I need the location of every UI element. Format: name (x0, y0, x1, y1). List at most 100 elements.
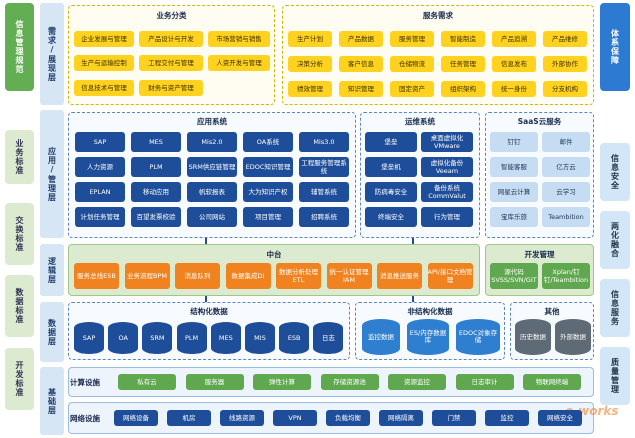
saas-item: 网星云计算 (490, 182, 538, 202)
network-item: VPN (273, 410, 317, 426)
app-item: 人力资源 (75, 157, 125, 177)
system-guarantee-label: 体系保障 (610, 29, 620, 65)
service-item: 绩效管理 (288, 81, 332, 97)
layer-base-label: 基础层 (47, 387, 57, 415)
service-item: 组织架构 (441, 81, 485, 97)
info-mgmt-norm: 信息管理规范 (5, 3, 34, 91)
app-item: MES (131, 132, 181, 152)
middle-item: 服务总线ESB (74, 263, 119, 289)
compute-item: 服务器 (185, 374, 244, 390)
info-security-label: 信息安全 (610, 154, 620, 190)
compute-item: 私有云 (118, 374, 176, 390)
app-item: EDOC知识管理 (243, 157, 293, 177)
network-item: 机房 (167, 410, 211, 426)
service-item: 决策分析 (288, 56, 332, 72)
dev-standard: 开发标准 (5, 348, 34, 410)
saas-item: 智能客服 (490, 157, 538, 177)
app-item: 帆软报表 (187, 182, 237, 202)
app-item: 公司网站 (187, 207, 237, 227)
quality-mgmt: 质量管理 (600, 347, 630, 405)
info-service-label: 信息服务 (610, 290, 620, 326)
app-item: EPLAN (75, 182, 125, 202)
middle-item: 数据集成DI (225, 263, 271, 289)
service-frame (282, 5, 594, 105)
app-item: Mis3.0 (299, 132, 349, 152)
service-item: 智能制造 (441, 31, 485, 47)
dev-item: 源代码SVSS/SVN/GIT (490, 263, 538, 289)
arrow-middle-data2 (412, 296, 414, 302)
biz-item: 信息技术与管理 (74, 80, 134, 96)
biz-item: 财务与资产管理 (139, 80, 203, 96)
saas-item: 钉钉 (490, 132, 538, 152)
ops-item: 终端安全 (365, 207, 417, 227)
ops-item: 堡垒 (365, 132, 417, 152)
exchange-standard-label: 交换标准 (15, 216, 24, 252)
app-item: PLM (131, 157, 181, 177)
biz-item: 企业发展与管理 (74, 31, 134, 47)
service-title: 服务需求 (423, 11, 453, 20)
app-item: 项目管理 (243, 207, 293, 227)
app-item: 移动应用 (131, 182, 181, 202)
biz-item: 产品设计与开发 (139, 31, 203, 47)
dev-title: 开发管理 (524, 250, 555, 259)
compute-item: 资源监控 (388, 374, 446, 390)
layer-app: 应用/管理层 (40, 110, 64, 238)
biz-item: 人资开发与管理 (208, 55, 270, 71)
saas-item: 云学习 (542, 182, 590, 202)
two-integration-label: 两化融合 (610, 222, 620, 258)
structured-cylinder: SRM (142, 322, 173, 354)
structured-cylinder: SAP (74, 322, 104, 354)
service-item: 固定资产 (390, 81, 434, 97)
compute-item: 物联网终端 (523, 374, 581, 390)
unstructured-cylinder: 监控数据 (362, 319, 400, 355)
biz-item: 生产与运输控制 (74, 55, 134, 71)
app-item: SRM供应链管理 (187, 157, 237, 177)
compute-item: 日志审计 (455, 374, 514, 390)
app-item: 辅管系统 (299, 182, 349, 202)
other-cylinder: 历史数据 (515, 319, 551, 355)
biz-item: 工程交付与管理 (139, 55, 203, 71)
business-title: 业务分类 (156, 11, 187, 20)
service-item: 任务管理 (441, 56, 485, 72)
layer-data: 数据层 (40, 302, 64, 362)
ops-title: 运维系统 (405, 117, 435, 126)
service-item: 统一身份 (492, 81, 536, 97)
service-item: 产品数据 (339, 31, 383, 47)
unstructured-title: 非结构化数据 (407, 307, 453, 316)
ops-item: 虚拟化备份Veeam (421, 157, 473, 177)
network-item: 网络隔离 (379, 410, 423, 426)
compute-item: 存储资源池 (320, 374, 379, 390)
network-item: 网络设备 (114, 410, 158, 426)
structured-cylinder: 日志 (313, 322, 344, 354)
unstructured-cylinder: ES/内存数据库 (407, 319, 449, 355)
service-item: 外部协作 (543, 56, 587, 72)
service-item: 服务管理 (390, 31, 434, 47)
structured-title: 结构化数据 (190, 307, 228, 316)
dev-standard-label: 开发标准 (15, 361, 24, 397)
layer-app-label: 应用/管理层 (47, 146, 57, 202)
network-item: 线路资源 (220, 410, 264, 426)
structured-cylinder: OA (108, 322, 139, 354)
middle-item: 消息推送服务 (377, 263, 422, 289)
service-item: 产品追溯 (492, 31, 536, 47)
biz-item: 市场营销与销售 (208, 31, 270, 47)
service-item: 生产计划 (288, 31, 332, 47)
layer-data-label: 数据层 (47, 318, 57, 346)
unstructured-cylinder: EDOC对象存储 (456, 319, 500, 355)
structured-cylinder: PLM (176, 322, 207, 354)
quality-mgmt-label: 质量管理 (610, 358, 620, 394)
layer-demand-label: 需求/展现层 (47, 26, 57, 82)
info-security: 信息安全 (600, 143, 630, 201)
middle-title: 中台 (266, 250, 282, 259)
compute-title: 计算设施 (70, 378, 100, 387)
service-item: 仓储物流 (390, 56, 434, 72)
app-item: OA系统 (243, 132, 293, 152)
business-standard-label: 业务标准 (15, 139, 24, 175)
structured-cylinder: MIS (245, 322, 275, 354)
service-item: 产品维修 (543, 31, 587, 47)
ops-item: 行为管理 (421, 207, 473, 227)
network-item: 监控 (485, 410, 529, 426)
ops-item: 堡垒机 (365, 157, 417, 177)
dev-item: Xplan/钉钉/Teambition (542, 263, 590, 289)
app-item: 工程服务管理系统 (299, 157, 349, 177)
